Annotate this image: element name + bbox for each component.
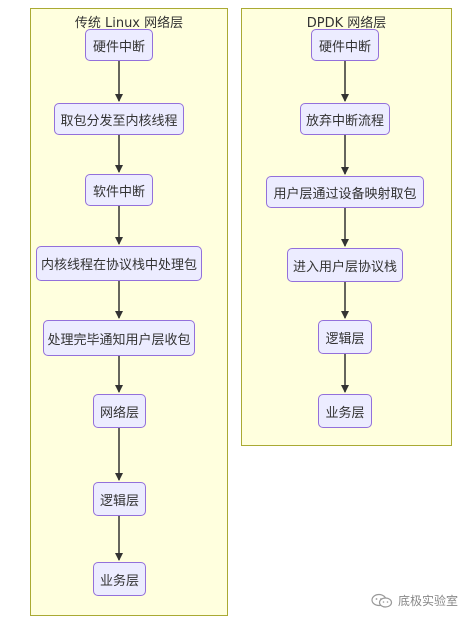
node-left-logic-layer: 逻辑层 [93,482,146,516]
node-right-business-layer: 业务层 [318,394,372,428]
node-left-software-interrupt: 软件中断 [85,174,153,206]
wechat-icon [371,593,393,608]
lane-dpdk: DPDK 网络层 [241,8,452,446]
node-right-abandon-interrupt-flow: 放弃中断流程 [300,103,390,135]
watermark: 底极实验室 [371,592,458,609]
lane-title-dpdk: DPDK 网络层 [306,16,387,31]
node-left-business-layer: 业务层 [93,562,146,596]
node-right-hardware-interrupt: 硬件中断 [311,29,379,61]
node-left-hardware-interrupt: 硬件中断 [85,29,153,61]
node-left-network-layer: 网络层 [93,394,146,428]
node-right-enter-user-protocol-stack: 进入用户层协议栈 [287,248,403,282]
lane-title-traditional-linux: 传统 Linux 网络层 [74,16,184,31]
node-right-user-layer-device-mapping: 用户层通过设备映射取包 [266,176,424,208]
node-left-notify-user-layer: 处理完毕通知用户层收包 [43,320,195,356]
node-left-fetch-dispatch-kernel-thread: 取包分发至内核线程 [54,103,184,135]
watermark-text: 底极实验室 [397,594,458,608]
node-right-logic-layer: 逻辑层 [318,320,372,354]
node-left-kernel-thread-process: 内核线程在协议栈中处理包 [36,246,202,281]
